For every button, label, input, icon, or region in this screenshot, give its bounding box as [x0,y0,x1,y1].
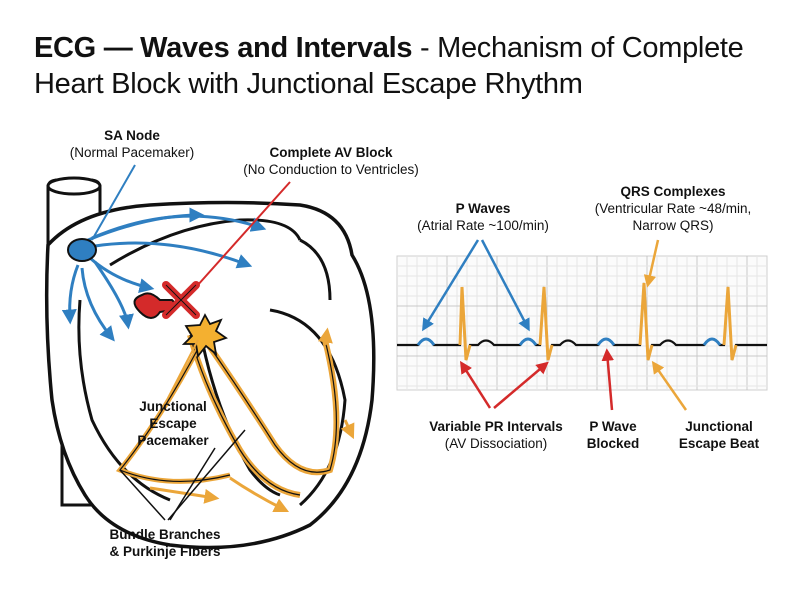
escape-beat-arrow [651,360,688,411]
atrial-arrow-4 [89,256,155,293]
bundle-pointer-3 [119,469,166,521]
left-ventricle-inner [269,308,347,507]
title-bold: ECG — Waves and Intervals [34,32,413,64]
av-block-name: Complete AV Block [269,145,393,160]
pr-intervals-label: Variable PR Intervals (AV Dissociation) [416,418,576,452]
escape-beat-line1: Junctional [685,419,753,434]
atrial-arrow-3 [94,241,253,269]
bundle-pointer-2 [169,447,216,521]
junctional-pointer [167,339,199,399]
qrs-arrow [643,239,660,288]
p-wave-arrow-left [422,239,480,332]
qrs-desc2: Narrow QRS) [632,218,714,233]
qrs-2 [538,286,554,361]
p-waves-name: P Waves [455,201,511,216]
qrs-label: QRS Complexes (Ventricular Rate ~48/min,… [578,183,768,234]
bundle-label: Bundle Branches & Purkinje Fibers [90,526,240,560]
title-light: - Mechanism of Complete Heart Block with… [34,32,744,100]
p-waves-desc: (Atrial Rate ~100/min) [417,218,549,233]
pr-intervals-desc: (AV Dissociation) [444,436,548,451]
purkinje-arrow-3 [229,476,290,513]
av-block-label: Complete AV Block (No Conduction to Vent… [226,144,436,178]
av-block-desc: (No Conduction to Ventricles) [243,162,419,177]
junctional-pacemaker-label: Junctional Escape Pacemaker [118,398,228,449]
pr-arrow-right [493,361,549,409]
purkinje-arrow-2 [340,419,355,440]
atrial-arrow-6 [80,267,115,342]
atrial-arrow-7 [93,261,134,330]
p-blocked-arrow [601,348,614,411]
sa-node-label: SA Node (Normal Pacemaker) [52,127,212,161]
junctional-line3: Pacemaker [137,433,209,448]
qrs-desc1: (Ventricular Rate ~48/min, [594,201,752,216]
bundle-line2: & Purkinje Fibers [109,544,221,559]
p-wave-2 [518,337,538,346]
junctional-pacemaker-burst [181,313,228,359]
qrs-4 [722,286,738,361]
qrs-3 [638,282,654,361]
diagram-title: ECG — Waves and Intervals - Mechanism of… [34,30,774,102]
p-wave-arrow-right [480,239,530,332]
pr-intervals-name: Variable PR Intervals [429,419,563,434]
sa-node-pointer [91,164,136,241]
junctional-line2: Escape [149,416,197,431]
p-wave-4 [702,337,722,346]
p-blocked-line2: Blocked [586,436,640,451]
atrial-arrow-2 [91,214,267,240]
p-wave-3 [596,337,616,346]
purkinje-arrow-1 [317,327,333,346]
sa-node-desc: (Normal Pacemaker) [69,145,195,160]
av-node [133,292,176,319]
av-block-pointer [187,181,291,297]
qrs-1 [458,286,472,361]
heart-illustration [44,176,376,550]
right-ventricle-wall [77,299,171,502]
p-blocked-label: P Wave Blocked [578,418,648,452]
ecg-strip [396,255,768,391]
bundle-line1: Bundle Branches [109,527,221,542]
junctional-line1: Junctional [139,399,207,414]
atrial-arrow-5 [61,264,80,325]
pr-arrow-left [459,360,492,409]
sa-node [67,238,97,262]
p-blocked-line1: P Wave [589,419,637,434]
p-wave-1 [416,337,436,346]
ecg-grid-lines [397,256,767,390]
escape-beat-label: Junctional Escape Beat [664,418,774,452]
escape-beat-line2: Escape Beat [678,436,760,451]
left-atrium-wall [299,238,332,301]
ecg-grid-background [396,255,768,391]
p-waves-label: P Waves (Atrial Rate ~100/min) [398,200,568,234]
qrs-name: QRS Complexes [620,184,726,199]
sa-node-name: SA Node [104,128,160,143]
purkinje-arrow-4 [149,486,220,504]
bundle-pointer-1 [167,429,246,521]
av-block-x-mark [162,281,200,319]
